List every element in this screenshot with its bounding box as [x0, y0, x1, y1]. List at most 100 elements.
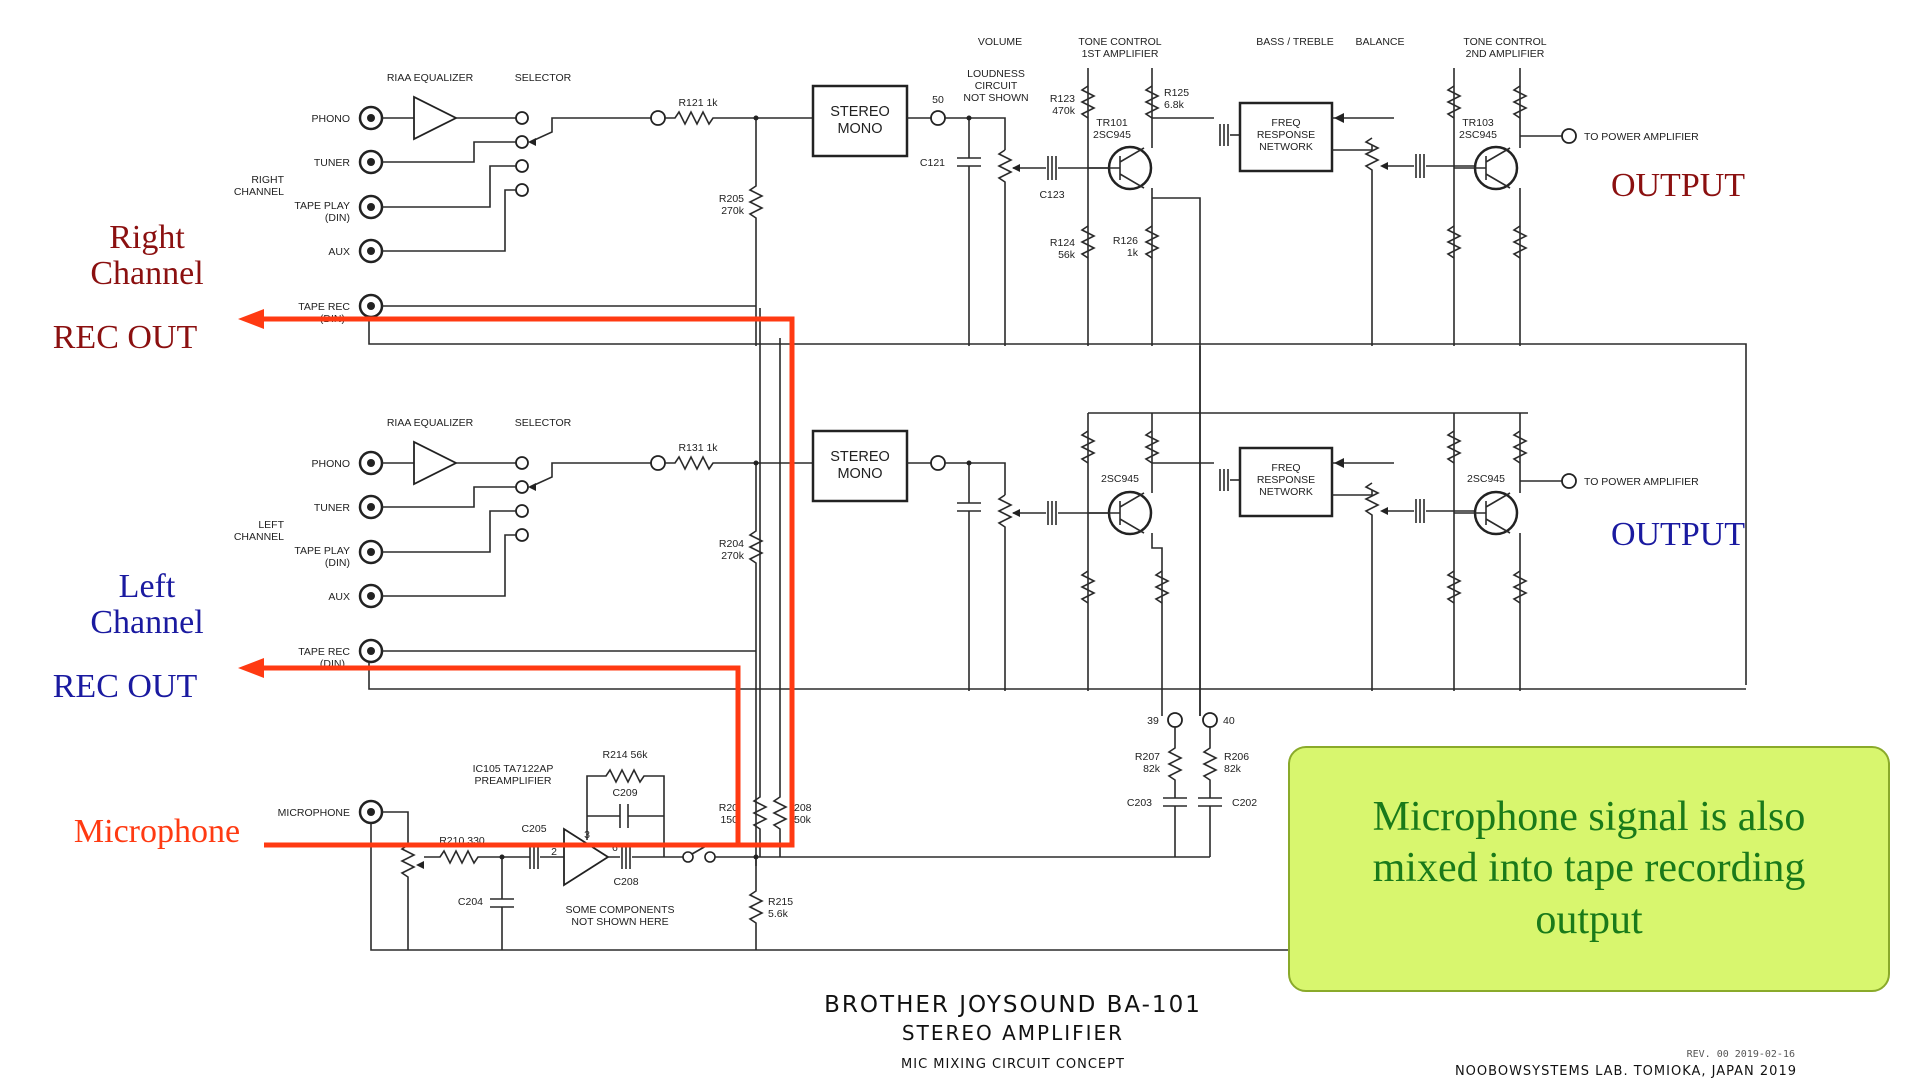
node-icon	[930, 455, 946, 471]
resistor-r125	[1144, 85, 1160, 119]
pin2-label: 2	[551, 846, 557, 858]
c123-label: C123	[1039, 189, 1064, 201]
left-channel-annotation-a: Left	[119, 568, 176, 605]
transistor-leads	[1454, 492, 1511, 534]
wire	[1332, 462, 1394, 496]
arrow-icon	[528, 483, 536, 491]
node-icon	[1167, 712, 1183, 728]
r123-label-a: R123	[1050, 93, 1075, 105]
bass-treble-label: BASS / TREBLE	[1256, 36, 1333, 48]
output-right-annotation: OUTPUT	[1611, 167, 1745, 204]
tr103-label-b: 2SC945	[1459, 129, 1497, 141]
r206-label-b: 82k	[1224, 763, 1242, 775]
r20x-label-b: 150	[720, 814, 738, 826]
resistor-r214	[586, 768, 665, 857]
volume-label: VOLUME	[978, 36, 1022, 48]
loudness-label-b: CIRCUIT	[975, 80, 1018, 92]
riaa-label-right: RIAA EQUALIZER	[387, 72, 474, 84]
freq-network-box-right	[1238, 101, 1334, 173]
jack-icon	[358, 293, 384, 319]
capacitor-c123	[1047, 156, 1057, 180]
resistor-icon	[1446, 430, 1462, 464]
r204-label-b: 270k	[721, 550, 745, 562]
capacitor-c205	[529, 845, 539, 869]
r124-label-b: 56k	[1058, 249, 1076, 261]
footer-rev: REV. 00 2019-02-16	[1687, 1049, 1795, 1060]
right-rec-out-annotation: REC OUT	[53, 319, 198, 356]
tr101-label-b: 2SC945	[1093, 129, 1131, 141]
left-rec-out-path	[254, 665, 741, 845]
node40-label: 40	[1223, 715, 1235, 727]
resistor-r121	[665, 110, 812, 126]
microphone-jack-label: MICROPHONE	[278, 807, 350, 819]
mic-mixing-circuit: MICROPHONE R210 330 C204 C205 2 3 6 IC10…	[278, 308, 1290, 951]
r206-c202-branch	[1198, 727, 1222, 857]
tape-play-label-left: TAPE PLAY	[294, 545, 350, 557]
jack-icon	[358, 539, 384, 565]
c203-label: C203	[1127, 797, 1152, 809]
left-channel-small-b: CHANNEL	[234, 531, 284, 543]
node39-label: 39	[1147, 715, 1159, 727]
stereo-mono-box-right	[811, 84, 909, 158]
wire	[1151, 413, 1163, 716]
stereo-mono-box-left	[811, 429, 909, 503]
jack-icon	[358, 149, 384, 175]
wire	[1332, 117, 1394, 151]
junction-dot	[753, 854, 759, 860]
aux-label-right: AUX	[328, 246, 350, 258]
r205-label-a: R205	[719, 193, 744, 205]
junction-dot	[753, 460, 759, 466]
resistor-r208	[772, 338, 788, 857]
r207-c203-branch	[1163, 727, 1187, 857]
r205-label-b: 270k	[721, 205, 745, 217]
resistor-icon	[1512, 570, 1528, 604]
freq-label-right-a: FREQ	[1271, 117, 1300, 129]
arrow-icon	[528, 138, 536, 146]
r207-label-b: 82k	[1143, 763, 1161, 775]
left-rec-out-arrow-icon	[238, 658, 264, 678]
jack-icon	[358, 105, 384, 131]
arrow-icon	[1334, 113, 1344, 123]
jack-icon	[358, 238, 384, 264]
right-channel-small-a: RIGHT	[251, 174, 284, 186]
left-channel-small-a: LEFT	[258, 519, 284, 531]
c208-label: C208	[613, 876, 638, 888]
switch-contact-icon	[515, 111, 529, 125]
phono-label-left: PHONO	[311, 458, 350, 470]
freq-label-right-b: RESPONSE	[1257, 129, 1315, 141]
resistor-r204	[748, 463, 764, 866]
resistor-icon	[1512, 85, 1528, 119]
loudness-label-a: LOUDNESS	[967, 68, 1025, 80]
tone-control-2-label-a: TONE CONTROL	[1463, 36, 1546, 48]
selector-wiper	[529, 462, 652, 488]
tuner-label-left: TUNER	[314, 502, 351, 514]
to-power-amp-left: TO POWER AMPLIFIER	[1584, 476, 1699, 488]
node-icon	[1202, 712, 1218, 728]
r20x-label-a: R20	[719, 802, 738, 814]
capacitor-c208	[608, 845, 664, 869]
output-left-annotation: OUTPUT	[1611, 516, 1745, 553]
mic-signal-path	[238, 309, 795, 848]
right-rec-out-path	[254, 316, 795, 848]
mic-ground-wire	[370, 823, 1290, 951]
mic-gain-pot	[382, 811, 416, 950]
riaa-label-left: RIAA EQUALIZER	[387, 417, 474, 429]
q-left2-label: 2SC945	[1467, 473, 1505, 485]
left-channel-circuit: RIAA EQUALIZER SELECTOR PHONO TUNER LEFT…	[234, 412, 1746, 866]
footer: BROTHER JOYSOUND BA-101 STEREO AMPLIFIER…	[824, 992, 1796, 1079]
arrow-icon	[1380, 507, 1388, 515]
capacitor-icon	[1047, 501, 1057, 525]
note-label-b: NOT SHOWN HERE	[571, 916, 668, 928]
wire	[382, 141, 516, 252]
jack-icon	[358, 583, 384, 609]
r125-label-b: 6.8k	[1164, 99, 1185, 111]
node-icon	[650, 110, 666, 126]
resistor-icon	[1446, 85, 1462, 119]
mono-label-left: MONO	[837, 466, 882, 482]
jack-icon	[358, 450, 384, 476]
switch-contact-icon	[515, 183, 529, 197]
r206-label-a: R206	[1224, 751, 1249, 763]
freq-label-left-c: NETWORK	[1259, 486, 1313, 498]
junction-dot	[753, 115, 759, 121]
switch-contact-icon	[515, 159, 529, 173]
